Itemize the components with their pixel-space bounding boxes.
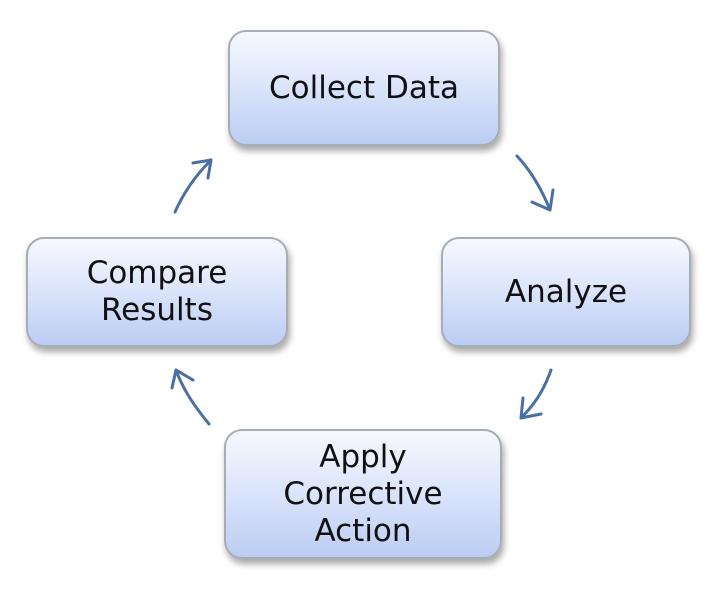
arrow-apply-to-compare	[170, 368, 211, 426]
node-label-line: Action	[314, 512, 412, 549]
node-label-line: Compare	[86, 255, 228, 291]
node-label-line: Corrective	[283, 475, 443, 512]
node-label-line: Results	[101, 292, 213, 328]
arrow-analyze-to-apply	[519, 368, 553, 420]
node-compare-results: Compare Results	[26, 237, 288, 347]
arrow-compare-to-collect	[173, 158, 213, 214]
node-analyze: Analyze	[441, 237, 691, 347]
arrow-collect-to-analyze	[515, 154, 555, 212]
node-apply-corrective-action: Apply Corrective Action	[224, 429, 502, 559]
node-label-line: Apply	[319, 438, 407, 475]
node-collect-data: Collect Data	[228, 30, 500, 146]
node-label-line: Analyze	[504, 273, 628, 310]
node-label-line: Collect Data	[269, 69, 459, 106]
